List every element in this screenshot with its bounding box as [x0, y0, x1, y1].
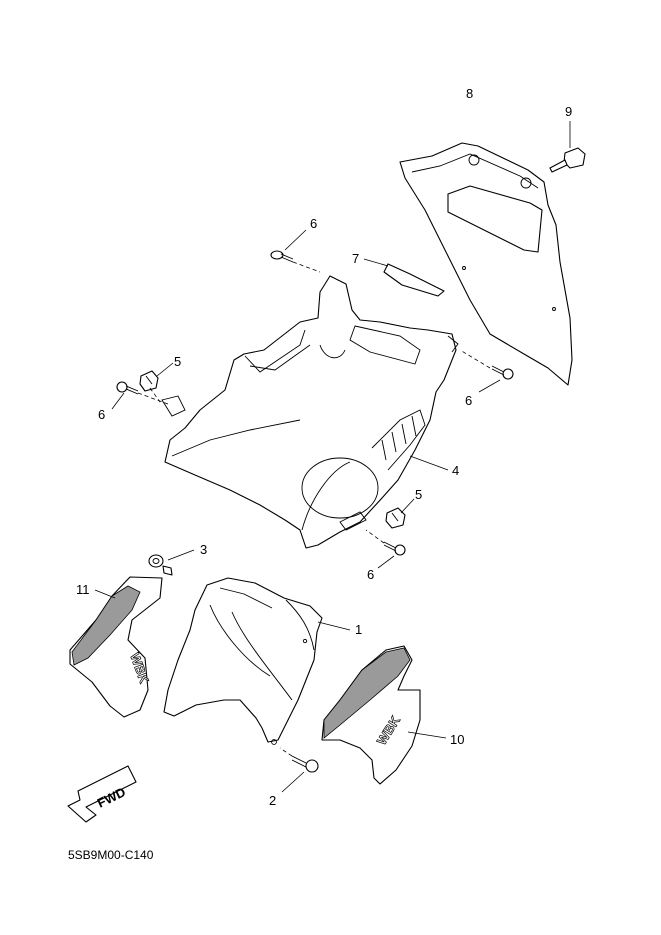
- part-6-screw-left: [111, 381, 169, 410]
- part-5-clip-nut-lower: [385, 498, 415, 529]
- part-4-under-cover: [161, 275, 459, 549]
- callout-5-upper: 5: [174, 354, 181, 369]
- part-1-front-cowl: [163, 577, 351, 745]
- callout-6-left: 6: [98, 407, 105, 422]
- callout-10: 10: [450, 732, 464, 747]
- part-6-screw-bottom: [365, 529, 406, 569]
- part-11-left-decal: WBK: [69, 576, 163, 718]
- callout-1: 1: [355, 622, 362, 637]
- callout-6-right: 6: [465, 393, 472, 408]
- fwd-direction-arrow: FWD: [67, 765, 137, 823]
- callout-6-bottom: 6: [367, 567, 374, 582]
- part-9-bolt: [549, 121, 586, 173]
- part-2-screw: [279, 747, 319, 793]
- callout-4: 4: [452, 463, 459, 478]
- callout-9: 9: [565, 104, 572, 119]
- diagram-code: 5SB9M00-C140: [68, 848, 154, 862]
- callout-8: 8: [466, 86, 473, 101]
- part-10-right-decal: WBK: [321, 645, 447, 785]
- callout-11: 11: [76, 582, 90, 597]
- part-3-grommet: [148, 549, 195, 576]
- part-7-label-plate: [363, 258, 445, 297]
- callout-7: 7: [352, 251, 359, 266]
- callout-2: 2: [269, 793, 276, 808]
- callout-6-upper: 6: [310, 216, 317, 231]
- callout-5-lower: 5: [415, 487, 422, 502]
- part-8-side-panel: [399, 142, 573, 386]
- part-6-screw-upper: [270, 229, 321, 273]
- callout-3: 3: [200, 542, 207, 557]
- part-6-screw-right: [459, 349, 514, 393]
- part-5-clip-nut-upper: [139, 362, 174, 403]
